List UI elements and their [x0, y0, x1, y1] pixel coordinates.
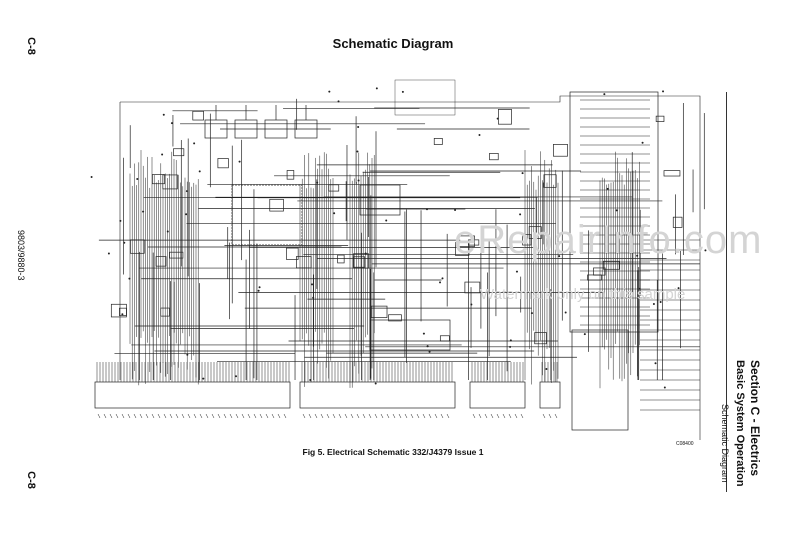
watermark-main: eRepairInfo.com	[454, 218, 763, 262]
section-divider	[726, 92, 727, 492]
figure-reference: C08400	[676, 441, 694, 447]
figure-caption: Fig 5. Electrical Schematic 332/J4379 Is…	[302, 447, 484, 457]
schematic-drawing	[90, 79, 707, 440]
watermark-note: Watermark only on this sample	[480, 286, 686, 303]
page-title: Schematic Diagram	[332, 36, 454, 51]
